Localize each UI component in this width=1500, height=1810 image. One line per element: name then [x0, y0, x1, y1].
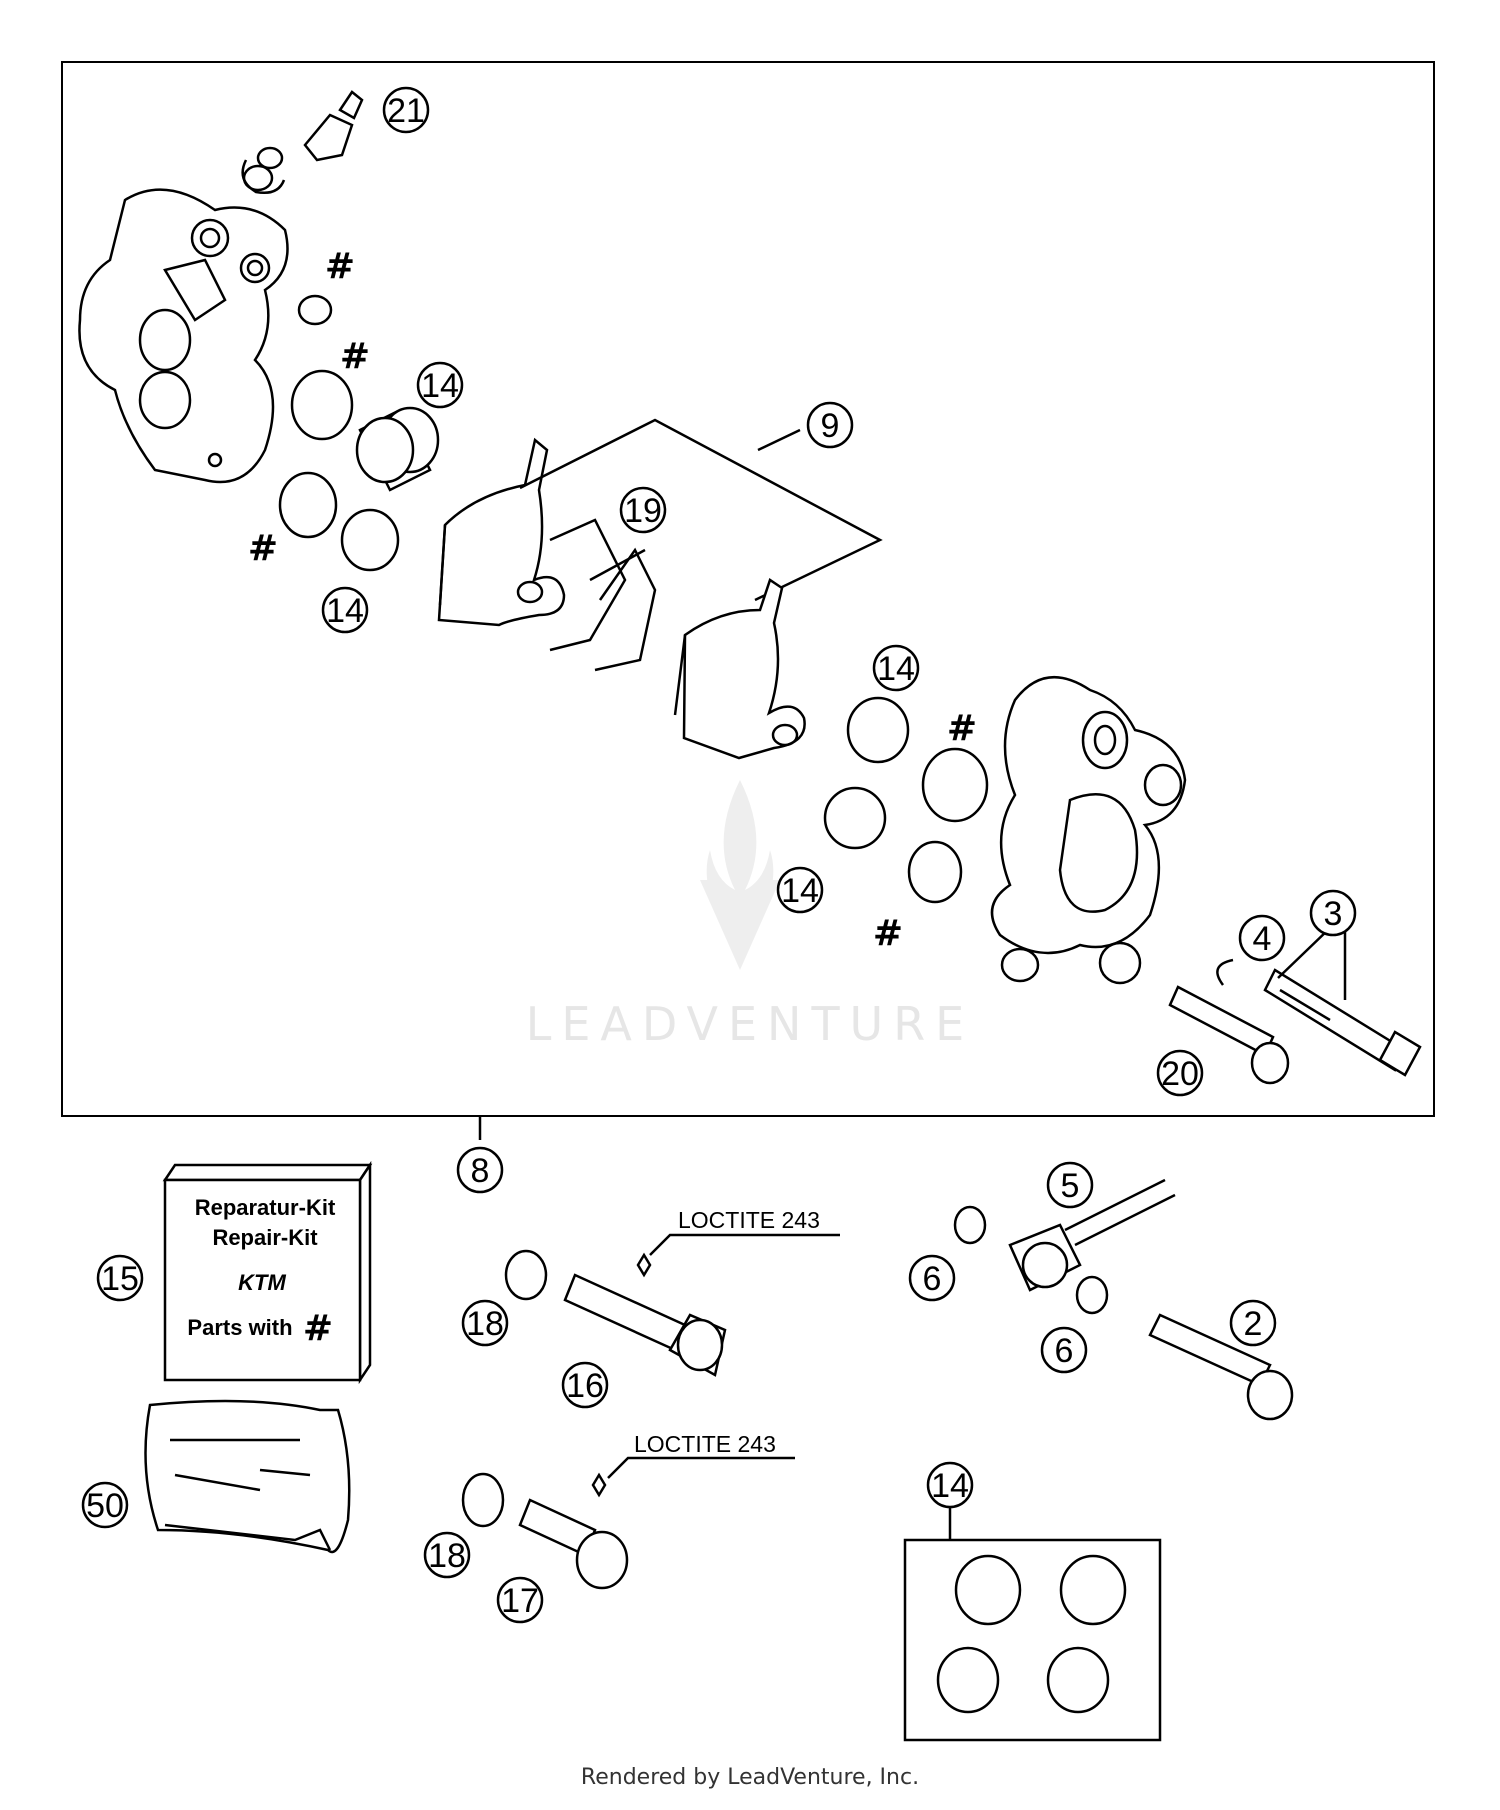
svg-text:16: 16 — [566, 1367, 604, 1405]
piston-kit-box[interactable] — [903, 1500, 1162, 1742]
bolt-16[interactable] — [563, 1252, 727, 1377]
kit-parts-label: Parts with — [187, 1315, 292, 1340]
svg-text:6: 6 — [1055, 1332, 1074, 1370]
callout-14[interactable]: 14 — [872, 644, 920, 692]
seal-ring-right-upper[interactable] — [921, 747, 989, 823]
washer-banjo-upper[interactable] — [953, 1205, 987, 1245]
callout-9[interactable]: 9 — [806, 401, 854, 449]
kit-hash-mark: # — [303, 1308, 333, 1349]
caliper-half-outer[interactable] — [78, 188, 289, 484]
bolt-17[interactable] — [518, 1472, 629, 1590]
watermark-text: LEADVENTURE — [526, 997, 975, 1051]
seal-ring-upper[interactable] — [290, 369, 354, 441]
seal-ring-right-lower[interactable] — [907, 840, 963, 904]
hash-mark: # — [325, 246, 355, 287]
callout-4[interactable]: 4 — [1238, 914, 1286, 962]
loctite-label-upper: LOCTITE 243 — [678, 1207, 820, 1233]
piston-left-upper[interactable] — [355, 406, 440, 492]
seal-ring-lower[interactable] — [278, 471, 338, 539]
svg-text:6: 6 — [923, 1260, 942, 1298]
svg-text:15: 15 — [101, 1260, 139, 1298]
svg-text:20: 20 — [1161, 1055, 1199, 1093]
svg-text:17: 17 — [501, 1582, 539, 1620]
callout-14[interactable]: 14 — [926, 1461, 974, 1509]
retaining-clip[interactable] — [1216, 958, 1234, 986]
brake-pad-left[interactable] — [437, 437, 566, 627]
callout-14[interactable]: 14 — [776, 866, 824, 914]
kit-title-en: Repair-Kit — [212, 1225, 318, 1250]
loctite-label-lower: LOCTITE 243 — [634, 1431, 776, 1457]
assembly-frame — [61, 61, 1435, 1117]
bleeder-screw[interactable] — [241, 90, 364, 194]
kit-title-de: Reparatur-Kit — [195, 1195, 336, 1220]
footer-credit: Rendered by LeadVenture, Inc. — [580, 1765, 920, 1790]
svg-text:14: 14 — [931, 1467, 969, 1505]
pad-spring[interactable] — [549, 518, 657, 672]
svg-text:19: 19 — [624, 492, 662, 530]
svg-text:14: 14 — [326, 592, 364, 630]
callout-3[interactable]: 3 — [1309, 889, 1357, 937]
brake-caliper-diagram: LEADVENTURE — [61, 61, 1435, 1742]
manual-booklet[interactable] — [144, 1399, 351, 1554]
svg-text:2: 2 — [1244, 1305, 1263, 1343]
callout-19[interactable]: 19 — [619, 486, 667, 534]
svg-text:9: 9 — [821, 407, 840, 445]
callout-8[interactable]: 8 — [456, 1146, 504, 1194]
svg-text:18: 18 — [466, 1305, 504, 1343]
caliper-half-inner[interactable] — [990, 675, 1187, 985]
callout-18[interactable]: 18 — [423, 1531, 471, 1579]
brand-logo: KTM — [238, 1270, 286, 1295]
washer-upper[interactable] — [504, 1249, 548, 1301]
brake-line-banjo[interactable] — [1008, 1178, 1176, 1292]
svg-text:50: 50 — [86, 1487, 124, 1525]
hash-mark: # — [248, 528, 278, 569]
svg-text:21: 21 — [387, 92, 425, 130]
piston-left-lower[interactable] — [340, 508, 400, 572]
svg-text:14: 14 — [781, 872, 819, 910]
hash-mark: # — [947, 708, 977, 749]
callout-50[interactable]: 50 — [81, 1481, 129, 1529]
hash-mark: # — [340, 336, 370, 377]
svg-text:3: 3 — [1324, 895, 1343, 933]
piston-right-lower[interactable] — [823, 786, 887, 850]
callout-14[interactable]: 14 — [416, 361, 464, 409]
callout-18[interactable]: 18 — [461, 1299, 509, 1347]
callout-21[interactable]: 21 — [382, 86, 430, 134]
brake-pad-right[interactable] — [673, 578, 806, 760]
svg-text:5: 5 — [1061, 1167, 1080, 1205]
piston-right-upper[interactable] — [846, 696, 910, 764]
svg-text:8: 8 — [471, 1152, 490, 1190]
repair-kit-box[interactable]: Reparatur-Kit Repair-Kit KTM Parts with … — [162, 1160, 373, 1385]
callout-6[interactable]: 6 — [1040, 1326, 1088, 1374]
bolt-2[interactable] — [1148, 1313, 1294, 1421]
callout-16[interactable]: 16 — [561, 1361, 609, 1409]
svg-text:14: 14 — [421, 367, 459, 405]
callout-17[interactable]: 17 — [496, 1576, 544, 1624]
washer-banjo-lower[interactable] — [1075, 1275, 1109, 1315]
callout-6[interactable]: 6 — [908, 1254, 956, 1302]
hash-mark: # — [873, 913, 903, 954]
callout-2[interactable]: 2 — [1229, 1299, 1277, 1347]
callouts: 21 9 14 19 14 14 14 4 3 20 8 5 6 6 2 15 … — [81, 86, 1357, 1624]
watermark: LEADVENTURE — [526, 780, 975, 1051]
svg-text:18: 18 — [428, 1537, 466, 1575]
washer-lower[interactable] — [461, 1472, 505, 1528]
svg-text:14: 14 — [877, 650, 915, 688]
callout-5[interactable]: 5 — [1046, 1161, 1094, 1209]
callout-15[interactable]: 15 — [96, 1254, 144, 1302]
callout-14[interactable]: 14 — [321, 586, 369, 634]
bolt-20[interactable] — [1168, 985, 1290, 1085]
seal-ring-small[interactable] — [297, 294, 333, 326]
svg-text:4: 4 — [1253, 920, 1272, 958]
pin-bolt[interactable] — [1263, 968, 1422, 1077]
callout-20[interactable]: 20 — [1156, 1049, 1204, 1097]
